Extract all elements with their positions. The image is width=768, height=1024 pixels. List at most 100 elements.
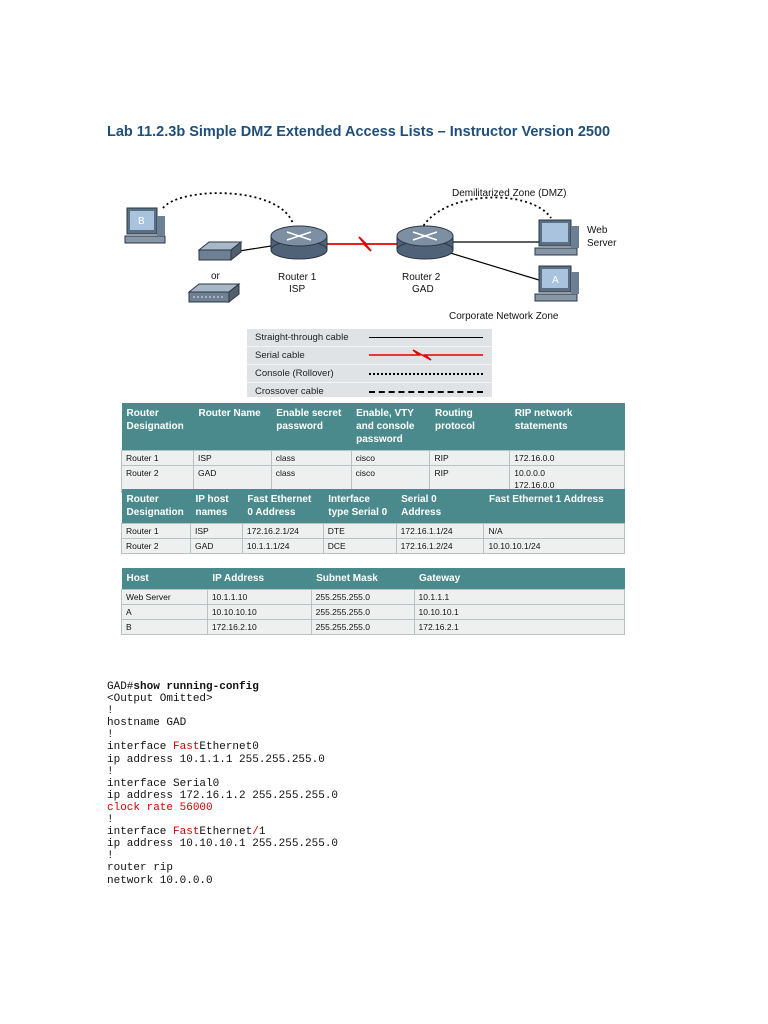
table-cell: RIP <box>429 450 511 466</box>
legend-label: Console (Rollover) <box>255 368 334 379</box>
header-cell: RIP network statements <box>509 403 625 451</box>
table-cell: A <box>121 604 208 620</box>
interface-table: Router Designation IP host names Fast Et… <box>121 489 625 554</box>
dmz-label: Demilitarized Zone (DMZ) <box>452 188 566 199</box>
table-cell: DTE <box>322 523 397 539</box>
table-cell: 172.16.2.10 <box>206 619 312 635</box>
table-cell: cisco <box>350 450 431 466</box>
table-row: Router 1 ISP class cisco RIP 172.16.0.0 <box>121 450 625 466</box>
router2-icon <box>396 225 454 260</box>
table-cell: 10.10.10.1/24 <box>483 538 625 554</box>
console-line <box>369 373 483 375</box>
code-line: ip address 172.16.1.2 255.255.255.0 <box>107 789 339 802</box>
legend-row: Console (Rollover) <box>247 365 492 383</box>
router1-label-2: ISP <box>289 284 305 295</box>
code-line: router rip <box>107 862 174 875</box>
table-row: B 172.16.2.10 255.255.255.0 172.16.2.1 <box>121 619 625 635</box>
host-b-label: B <box>138 216 145 227</box>
table-cell: 10.1.1.1 <box>413 589 625 605</box>
table-cell: ISP <box>189 523 243 539</box>
code-line: ! <box>107 705 114 718</box>
table-cell: 172.16.2.1/24 <box>241 523 324 539</box>
straight-through-line <box>369 337 483 338</box>
serial-cable <box>327 236 397 252</box>
router2-to-hostA-cable <box>446 251 540 281</box>
host-table: Host IP Address Subnet Mask Gateway Web … <box>121 568 625 635</box>
table-cell: N/A <box>483 523 625 539</box>
code-highlight: Fast <box>173 826 200 839</box>
code-line: interface Serial0 <box>107 777 220 790</box>
code-text: Ethernet <box>199 826 253 839</box>
code-line: ! <box>107 850 114 863</box>
page-title: Lab 11.2.3b Simple DMZ Extended Access L… <box>107 124 611 140</box>
code-text: interface <box>107 741 174 754</box>
table-header-row: Router Designation IP host names Fast Et… <box>121 489 625 524</box>
switch-icon <box>197 240 243 262</box>
table-cell: Router 1 <box>121 450 194 466</box>
legend-label: Straight-through cable <box>255 332 349 343</box>
table-cell: class <box>270 450 352 466</box>
host-a-label: A <box>552 275 559 286</box>
code-line: network 10.0.0.0 <box>107 874 213 887</box>
code-line: interface FastEthernet/1 <box>107 826 338 838</box>
code-line: hostname GAD <box>107 717 187 730</box>
table-cell: Router 1 <box>121 523 191 539</box>
code-text: interface <box>107 826 174 839</box>
table-row: Router 1 ISP 172.16.2.1/24 DTE 172.16.1.… <box>121 523 625 539</box>
console-cable <box>162 192 294 225</box>
or-label: or <box>211 271 221 282</box>
code-prompt: GAD# <box>107 681 134 693</box>
table-cell: 172.16.2.1 <box>413 619 625 635</box>
hub-icon <box>187 282 241 304</box>
code-line: interface FastEthernet0 <box>107 741 338 753</box>
header-cell: Router Name <box>193 403 272 451</box>
legend-row: Crossover cable <box>247 383 492 400</box>
table-cell: B <box>121 619 208 635</box>
legend-label: Crossover cable <box>255 386 324 397</box>
web-server-computer-icon <box>534 219 579 256</box>
table-cell: DCE <box>322 538 397 554</box>
legend-row: Serial cable <box>247 347 492 365</box>
table-row: Web Server 10.1.1.10 255.255.255.0 10.1.… <box>121 589 625 605</box>
web-server-label-1: Web <box>587 225 608 236</box>
header-cell: Host <box>121 568 208 590</box>
header-cell: Router Designation <box>121 403 194 451</box>
table-cell: 172.16.1.1/24 <box>395 523 485 539</box>
header-cell: Fast Ethernet 1 Address <box>483 489 625 524</box>
header-cell: Fast Ethernet 0 Address <box>242 489 324 524</box>
header-cell: Enable secret password <box>271 403 352 451</box>
code-highlight: / <box>252 826 259 839</box>
router1-label-1: Router 1 <box>278 272 317 283</box>
code-text: Ethernet0 <box>199 741 259 754</box>
table-cell: 10.1.1.10 <box>206 589 312 605</box>
code-line: ip address 10.1.1.1 255.255.255.0 <box>107 753 325 766</box>
table-cell: 255.255.255.0 <box>310 589 415 605</box>
table-cell: 10.10.10.10 <box>206 604 312 620</box>
code-command: show running-config <box>133 681 259 693</box>
table-cell: Router 2 <box>121 538 191 554</box>
router1-icon <box>270 225 328 260</box>
code-line: GAD#show running-config <box>107 681 338 693</box>
header-cell: Gateway <box>414 568 625 590</box>
table-header-row: Host IP Address Subnet Mask Gateway <box>121 568 625 590</box>
cable-legend: Straight-through cable Serial cable Cons… <box>247 329 492 397</box>
header-cell: Enable, VTY and console password <box>351 403 430 451</box>
header-cell: Subnet Mask <box>311 568 414 590</box>
table-row: Router 2 GAD 10.1.1.1/24 DCE 172.16.1.2/… <box>121 538 625 554</box>
code-line: ! <box>107 765 114 778</box>
table-header-row: Router Designation Router Name Enable se… <box>121 403 625 451</box>
code-text: 1 <box>258 826 266 839</box>
legend-row: Straight-through cable <box>247 329 492 347</box>
table-cell: 10.10.10.1 <box>413 604 625 620</box>
legend-label: Serial cable <box>255 350 305 361</box>
router2-label-1: Router 2 <box>402 272 441 283</box>
table-cell: 172.16.1.2/24 <box>395 538 485 554</box>
crossover-line <box>369 391 483 393</box>
table-cell: GAD <box>189 538 243 554</box>
table-cell: cisco <box>350 465 431 493</box>
header-cell: Interface type Serial 0 <box>323 489 397 524</box>
header-cell: IP host names <box>190 489 243 524</box>
router2-label-2: GAD <box>412 284 434 295</box>
table-cell: Router 2 <box>121 465 194 493</box>
table-cell: ISP <box>192 450 272 466</box>
